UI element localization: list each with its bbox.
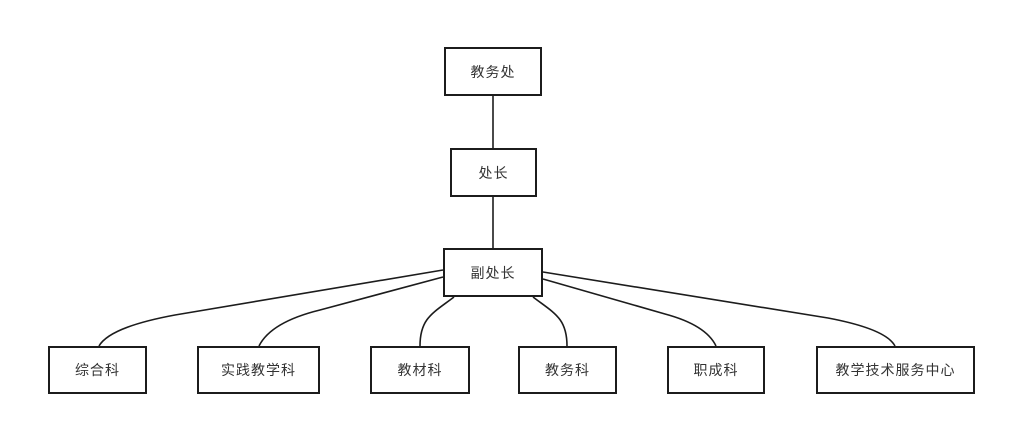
node-jiaoxue-jishu-fuwu-zhongxin: 教学技术服务中心: [816, 346, 975, 394]
connector-fuchuzhang-jiaocai: [419, 296, 455, 347]
node-jiaocai-ke: 教材科: [370, 346, 470, 394]
node-shijian-jiaoxue-ke-label: 实践教学科: [221, 363, 296, 379]
node-zonghe-ke-label: 综合科: [75, 363, 120, 379]
node-jiaowu-ke-label: 教务科: [545, 363, 590, 379]
node-chuzhang: 处长: [450, 148, 537, 197]
node-fuchuzhang: 副处长: [443, 248, 543, 297]
connector-fuchuzhang-shijian: [258, 276, 444, 347]
node-chuzhang-label: 处长: [478, 165, 509, 182]
node-shijian-jiaoxue-ke: 实践教学科: [197, 346, 320, 394]
connector-fuchuzhang-zonghe: [98, 269, 444, 347]
node-fuchuzhang-label: 副处长: [470, 265, 516, 282]
connector-fuchuzhang-fuwu: [542, 271, 896, 347]
node-jiaowu-ke: 教务科: [518, 346, 617, 394]
connector-fuchuzhang-zhicheng: [542, 278, 717, 347]
node-jiaocai-ke-label: 教材科: [397, 363, 443, 379]
node-zhicheng-ke: 职成科: [667, 346, 765, 394]
node-jiaowuchu: 教务处: [444, 47, 542, 96]
node-zonghe-ke: 综合科: [48, 346, 147, 394]
connector-fuchuzhang-jiaowuke: [532, 296, 568, 347]
node-jiaowuchu-label: 教务处: [470, 64, 516, 81]
node-jiaoxue-jishu-fuwu-zhongxin-label: 教学技术服务中心: [835, 363, 956, 379]
node-zhicheng-ke-label: 职成科: [693, 363, 739, 379]
